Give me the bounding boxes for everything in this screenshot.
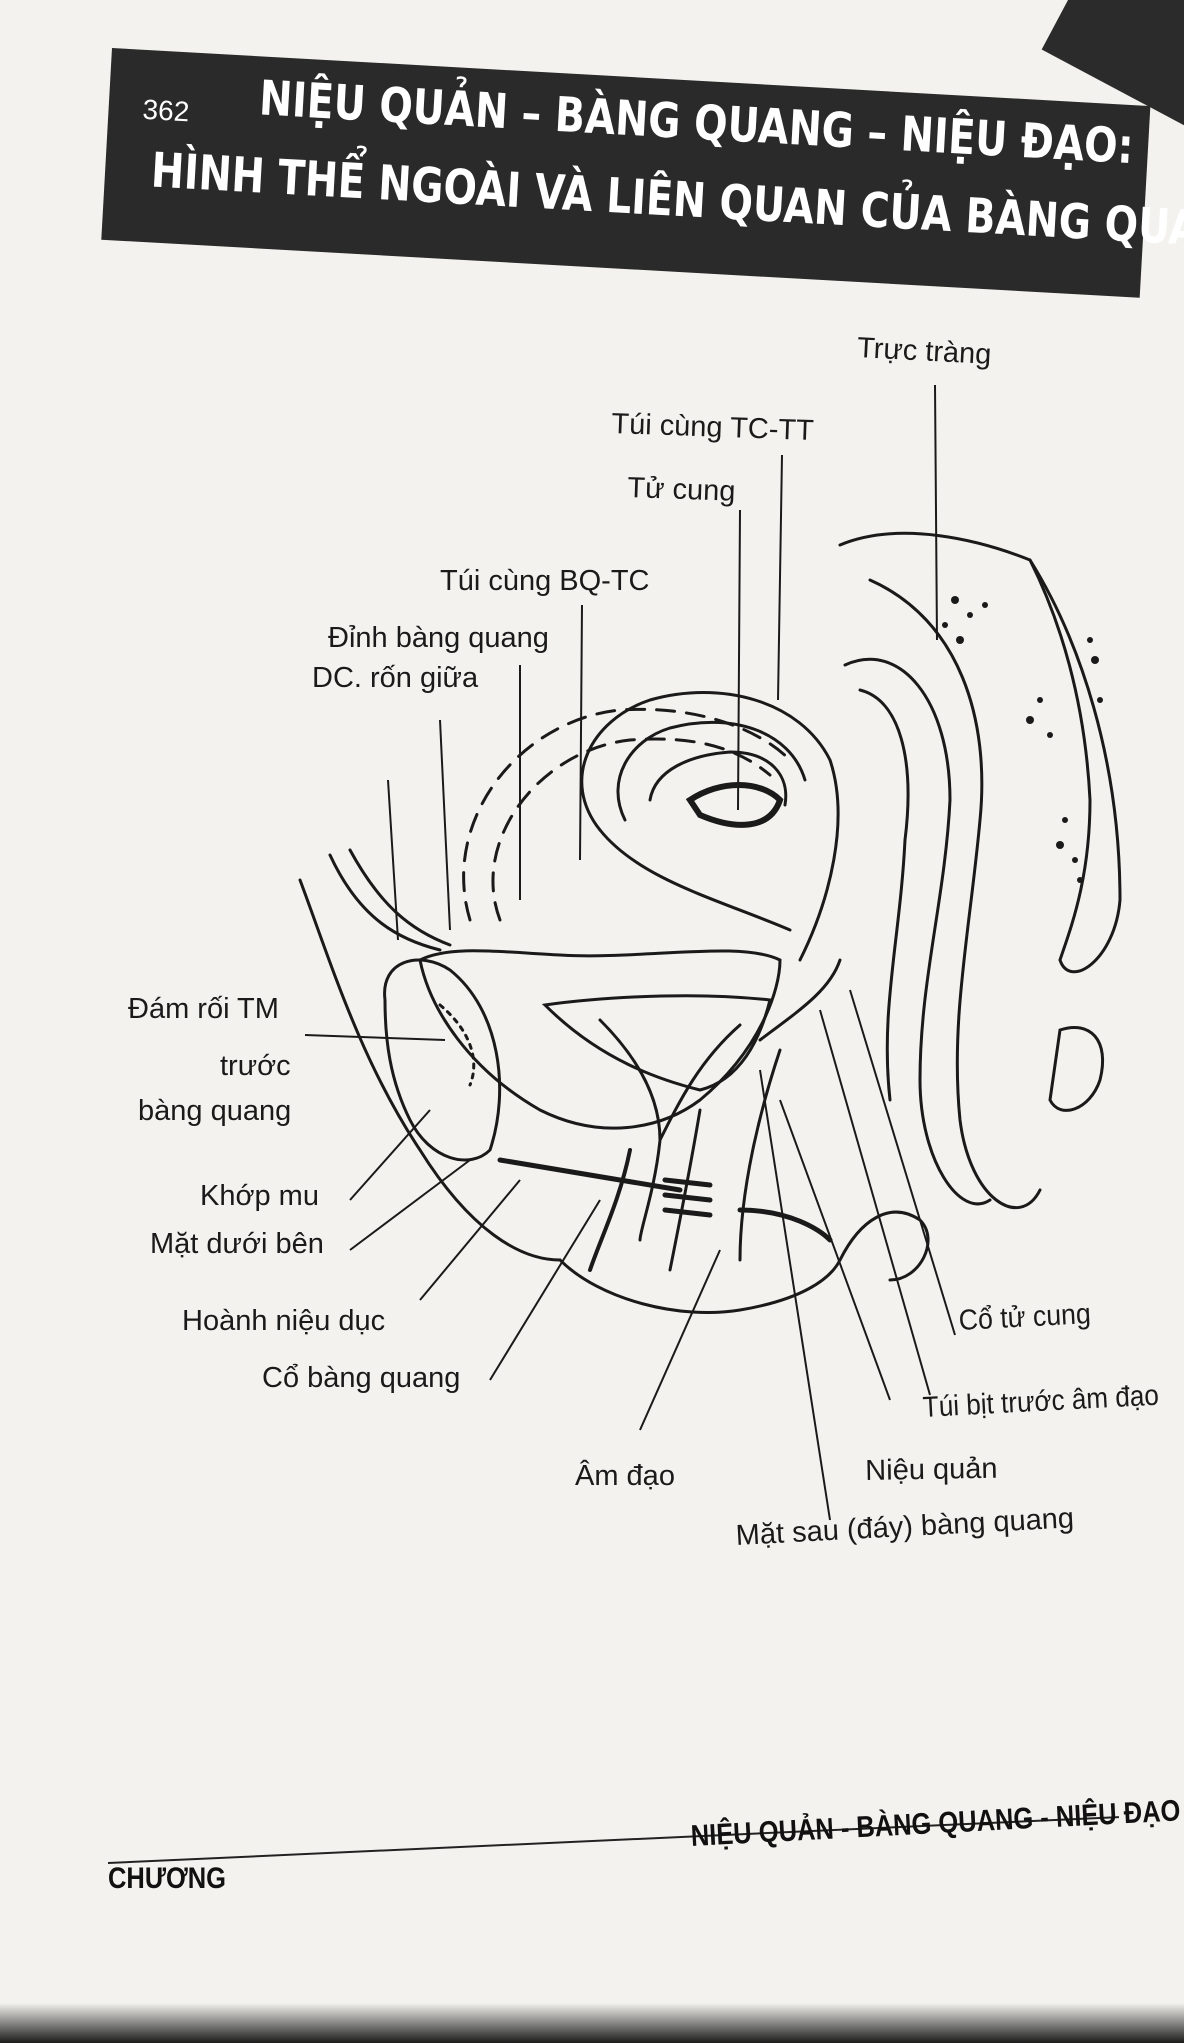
uterus-body	[580, 691, 840, 962]
label-dam-roi-tm: Đám rối TM	[128, 993, 279, 1025]
abdominal-wall-line	[348, 848, 452, 947]
bladder-inner	[541, 994, 772, 1092]
vagina-posterior	[738, 1048, 782, 1262]
bladder-neck	[638, 1138, 662, 1242]
pelvis-sagittal-illustration	[298, 384, 1122, 1521]
vagina-anterior	[668, 1108, 702, 1272]
vaginal-hatch	[662, 1177, 713, 1218]
label-tui-cung-tc-tt: Túi cùng TC-TT	[610, 408, 815, 448]
perineal-body	[838, 1210, 930, 1282]
label-tu-cung: Tử cung	[626, 472, 737, 508]
distended-bladder-outline-2	[491, 737, 772, 922]
label-bang-quang: bàng quang	[138, 1095, 292, 1127]
cervix	[758, 958, 842, 1042]
pubic-symphysis	[383, 958, 502, 1162]
sacrum-stipple	[942, 596, 1103, 883]
uterus-lower	[598, 828, 792, 932]
urethra	[588, 1148, 632, 1272]
ureter	[737, 1207, 833, 1243]
label-dc-ron-giua: DC. rốn giữa	[312, 662, 479, 694]
distended-bladder-outline	[462, 707, 792, 922]
abdominal-wall-inner	[328, 853, 442, 952]
label-truoc: trước	[220, 1050, 291, 1082]
label-dinh-bang-quang: Đỉnh bàng quang	[328, 622, 549, 654]
rectum-lumen	[858, 688, 910, 1102]
footer-section-title: NIỆU QUẢN - BÀNG QUANG - NIỆU ĐẠO	[690, 1794, 1182, 1853]
label-co-bang-quang: Cổ bàng quang	[262, 1362, 461, 1394]
uterus-cavity	[685, 782, 784, 828]
bottom-shadow	[0, 2003, 1184, 2043]
uterus-layer-2	[648, 750, 788, 807]
sacrum-outline	[838, 531, 1122, 974]
label-nieu-quan: Niệu quản	[865, 1452, 998, 1487]
label-co-tu-cung: Cổ tử cung	[958, 1298, 1092, 1337]
label-khop-mu: Khớp mu	[200, 1180, 319, 1212]
sacrum-inner	[1028, 558, 1092, 962]
footer-chapter: CHƯƠNG	[108, 1862, 226, 1895]
rectum-wall	[868, 578, 1042, 1210]
venous-plexus	[438, 1003, 476, 1087]
urogenital-diaphragm	[497, 1157, 683, 1193]
rectum-inner	[843, 658, 992, 1206]
label-hoanh-nieu-duc: Hoành niệu dục	[182, 1305, 386, 1337]
label-mat-duoi-ben: Mặt dưới bên	[150, 1228, 324, 1260]
label-tui-cung-bq-tc: Túi cùng BQ-TC	[440, 565, 650, 597]
perineum	[558, 1258, 842, 1314]
label-am-dao: Âm đạo	[575, 1460, 675, 1492]
label-truc-trang: Trực tràng	[856, 332, 993, 371]
coccyx	[1048, 1025, 1105, 1112]
uterus-layer-1	[616, 720, 807, 822]
abdominal-wall-outer	[298, 878, 562, 1262]
